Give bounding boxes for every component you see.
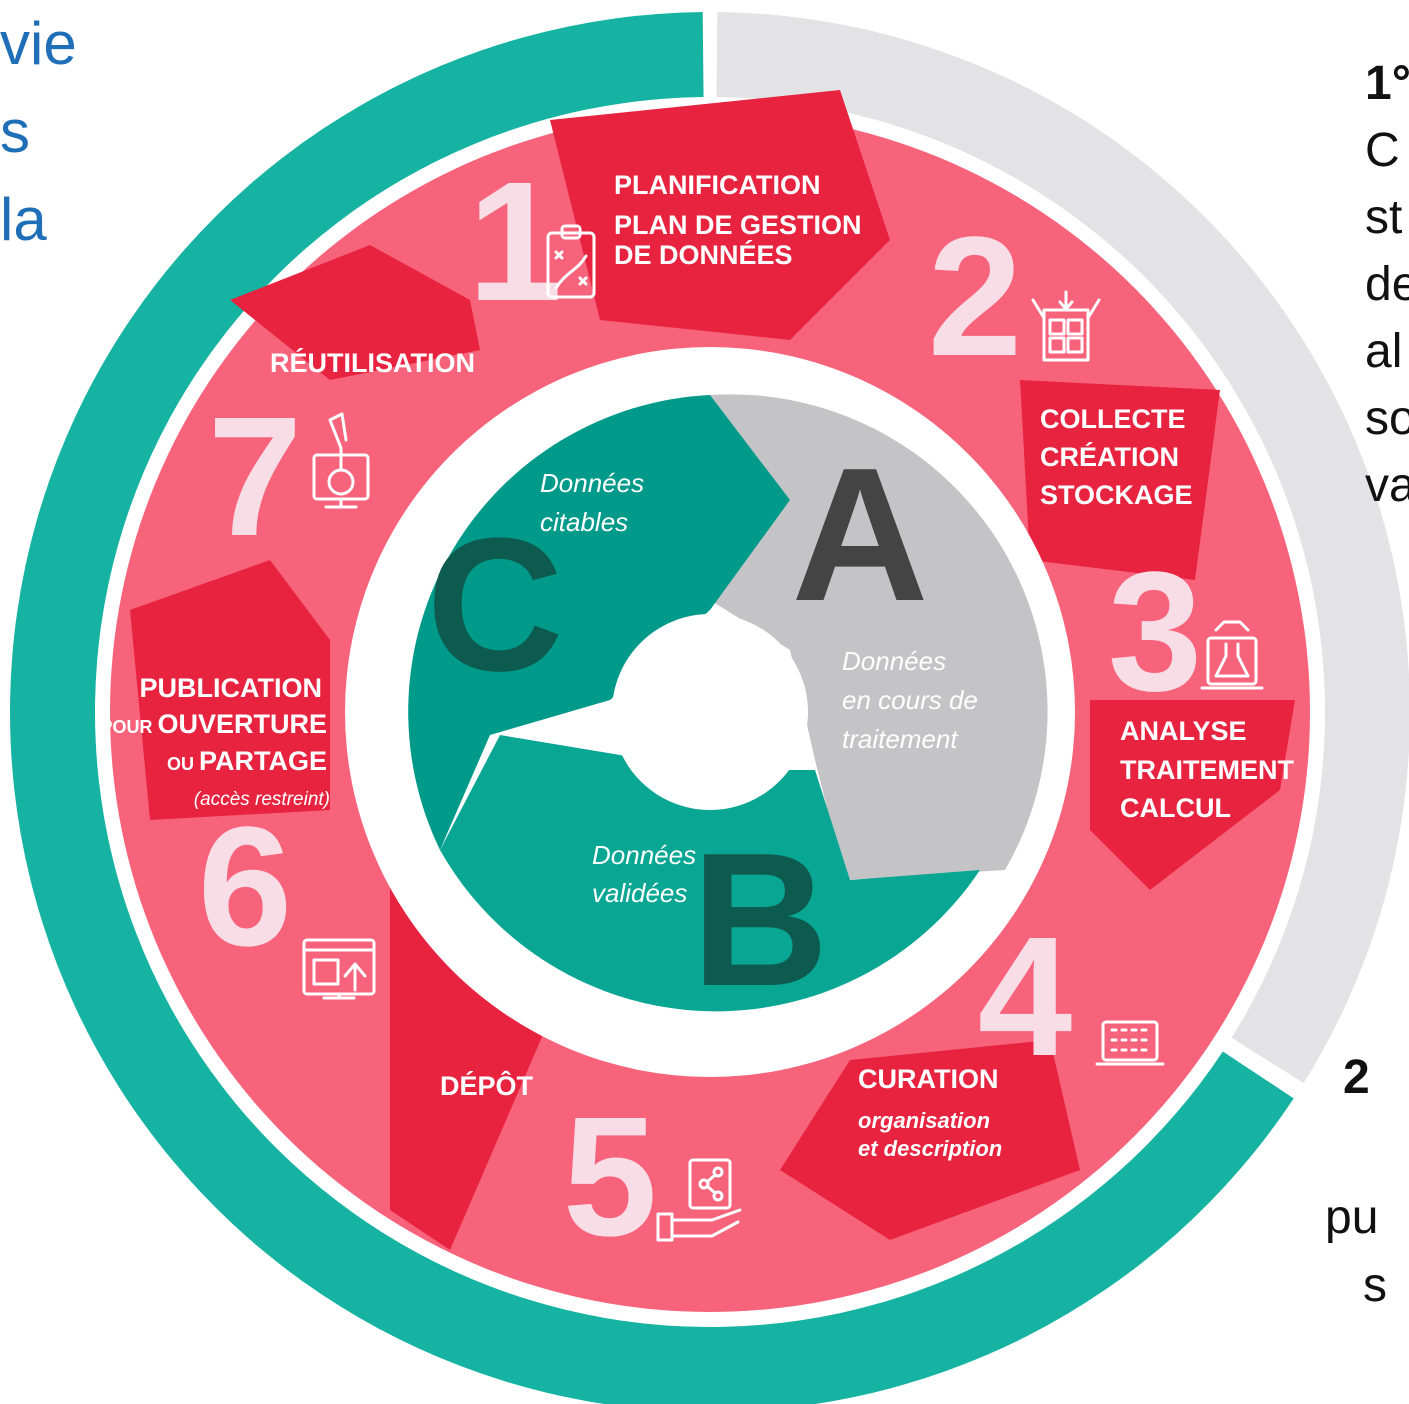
step-2-label-line: COLLECTE xyxy=(1040,404,1186,434)
step-1-label: PLANIFICATION PLAN DE GESTION DE DONNÉES xyxy=(614,170,862,270)
step-2-number: 2 xyxy=(928,202,1023,392)
storage-box-icon xyxy=(1031,290,1101,362)
left-cropped-title: vie s la xyxy=(0,0,77,264)
web-upload-icon xyxy=(302,938,376,1000)
step-6-title: PUBLICATION xyxy=(140,673,323,703)
phase-c-segment xyxy=(408,395,790,850)
step-3-label-line: CALCUL xyxy=(1120,793,1231,823)
step-1-arrow xyxy=(550,90,890,340)
step-4-number: 4 xyxy=(978,902,1073,1092)
right-text-line: va xyxy=(1365,459,1409,512)
center-hole xyxy=(612,614,808,810)
step-6-big-word: OUVERTURE xyxy=(157,709,327,739)
step-1-label-line: PLAN DE GESTION xyxy=(614,210,862,240)
clipboard-plan-icon xyxy=(546,224,596,299)
step-4-subtitle-line: et description xyxy=(858,1136,1002,1161)
phase-c-letter: C xyxy=(426,499,563,711)
right-text-line: de xyxy=(1365,258,1409,311)
right-text-line: al xyxy=(1365,325,1403,378)
phase-b-letter: B xyxy=(691,814,828,1026)
step-3-number: 3 xyxy=(1108,537,1203,727)
flask-monitor-icon xyxy=(312,412,370,509)
phase-a-segment xyxy=(710,394,1048,880)
step-2-label: COLLECTE CRÉATION STOCKAGE xyxy=(1040,404,1193,510)
phase-b-caption: Données validées xyxy=(592,840,696,908)
step-3-label-line: ANALYSE xyxy=(1120,716,1247,746)
outer-ring-grey-segment xyxy=(716,12,1409,1083)
lab-computer-icon xyxy=(1200,620,1264,690)
phase-a-letter: A xyxy=(791,429,928,641)
left-title-line: la xyxy=(0,186,47,253)
step-6-small-word: OU xyxy=(167,754,199,774)
step-3-label: ANALYSE TRAITEMENT CALCUL xyxy=(1120,716,1294,823)
phase-c-caption-line: citables xyxy=(540,507,628,537)
step-6-label: PUBLICATION POUR OUVERTURE OU PARTAGE (a… xyxy=(100,673,330,810)
step-7-label: RÉUTILISATION xyxy=(270,347,475,378)
step-1-label-line: PLANIFICATION xyxy=(614,170,820,200)
right-cropped-bottom-line: s xyxy=(1363,1259,1387,1312)
step-2-arrow xyxy=(1020,380,1220,580)
step-1-label-line: DE DONNÉES xyxy=(614,239,793,270)
step-5-number: 5 xyxy=(563,1082,658,1272)
step-6-small-word: POUR xyxy=(100,717,157,737)
phase-c-caption: Données citables xyxy=(540,468,644,537)
right-text-line: C xyxy=(1365,124,1400,177)
phase-a-caption-line: Données xyxy=(842,646,946,676)
phase-a-caption-line: en cours de xyxy=(842,685,978,715)
grid-laptop-icon xyxy=(1095,1020,1165,1066)
phase-a-caption-line: traitement xyxy=(842,724,959,754)
step-7-number: 7 xyxy=(208,382,303,572)
step-5-label: DÉPÔT xyxy=(440,1070,534,1101)
step-2-label-line: STOCKAGE xyxy=(1040,480,1193,510)
step-3-label-line: TRAITEMENT xyxy=(1120,755,1294,785)
share-hand-icon xyxy=(656,1158,742,1242)
step-6-note: (accès restreint) xyxy=(194,789,330,810)
step-7-arrow xyxy=(230,245,480,380)
phase-a-caption: Données en cours de traitement xyxy=(842,646,978,754)
phase-b-segment xyxy=(440,735,980,1012)
step-6-publication-line: OU PARTAGE xyxy=(167,746,327,776)
step-6-arrow xyxy=(130,560,330,820)
right-cropped-bottom-line: pu xyxy=(1325,1191,1379,1244)
step-4-arrow xyxy=(780,1040,1080,1240)
left-title-line: s xyxy=(0,98,30,165)
phase-b-caption-line: validées xyxy=(592,878,687,908)
step-2-label-line: CRÉATION xyxy=(1040,441,1179,472)
right-text-line: st xyxy=(1365,191,1403,244)
right-text-line: so xyxy=(1365,392,1409,445)
phase-c-caption-line: Données xyxy=(540,468,644,498)
step-4-label: CURATION organisation et description xyxy=(858,1064,1002,1161)
left-title-line: vie xyxy=(0,10,77,77)
phase-b-caption-line: Données xyxy=(592,840,696,870)
step-4-subtitle-line: organisation xyxy=(858,1108,990,1133)
right-cropped-text: 1° C st de al so va xyxy=(1365,50,1409,519)
right-cropped-heading-2: 2 xyxy=(1343,1051,1370,1104)
right-text-heading: 1° xyxy=(1365,57,1409,110)
step-6-number: 6 xyxy=(198,792,293,982)
step-3-arrow xyxy=(1090,700,1295,890)
step-6-big-word: PARTAGE xyxy=(199,746,327,776)
step-4-title: CURATION xyxy=(858,1064,998,1094)
step-6-publication-line: POUR OUVERTURE xyxy=(100,709,327,739)
